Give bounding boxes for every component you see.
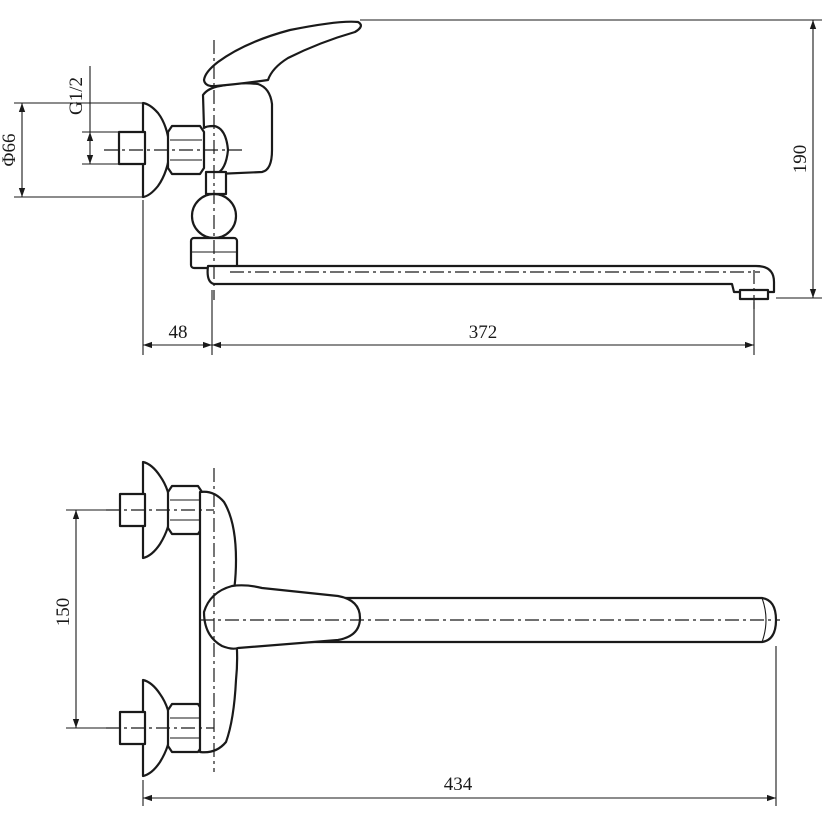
side-dimensions: 190 Φ66 G1/2 48 372 [0, 19, 822, 355]
side-handle-lever [202, 20, 362, 88]
top-view [106, 460, 780, 778]
side-swivel-neck [204, 170, 228, 196]
dim-offset-label: 48 [169, 322, 188, 343]
side-inlet-pipe [117, 130, 147, 166]
side-spout [206, 264, 776, 294]
dim-thread-label: G1/2 [66, 77, 87, 115]
dim-spout-length-label: 372 [469, 322, 498, 343]
dim-total-length-label: 434 [444, 774, 473, 795]
dim-height-label: 190 [790, 145, 811, 174]
side-view [104, 20, 776, 310]
top-dimensions: 150 434 [53, 509, 777, 806]
side-body [201, 82, 274, 176]
dim-center-distance-label: 150 [53, 598, 74, 627]
dim-flange-diameter-label: Φ66 [0, 134, 20, 167]
top-handle [202, 584, 362, 650]
